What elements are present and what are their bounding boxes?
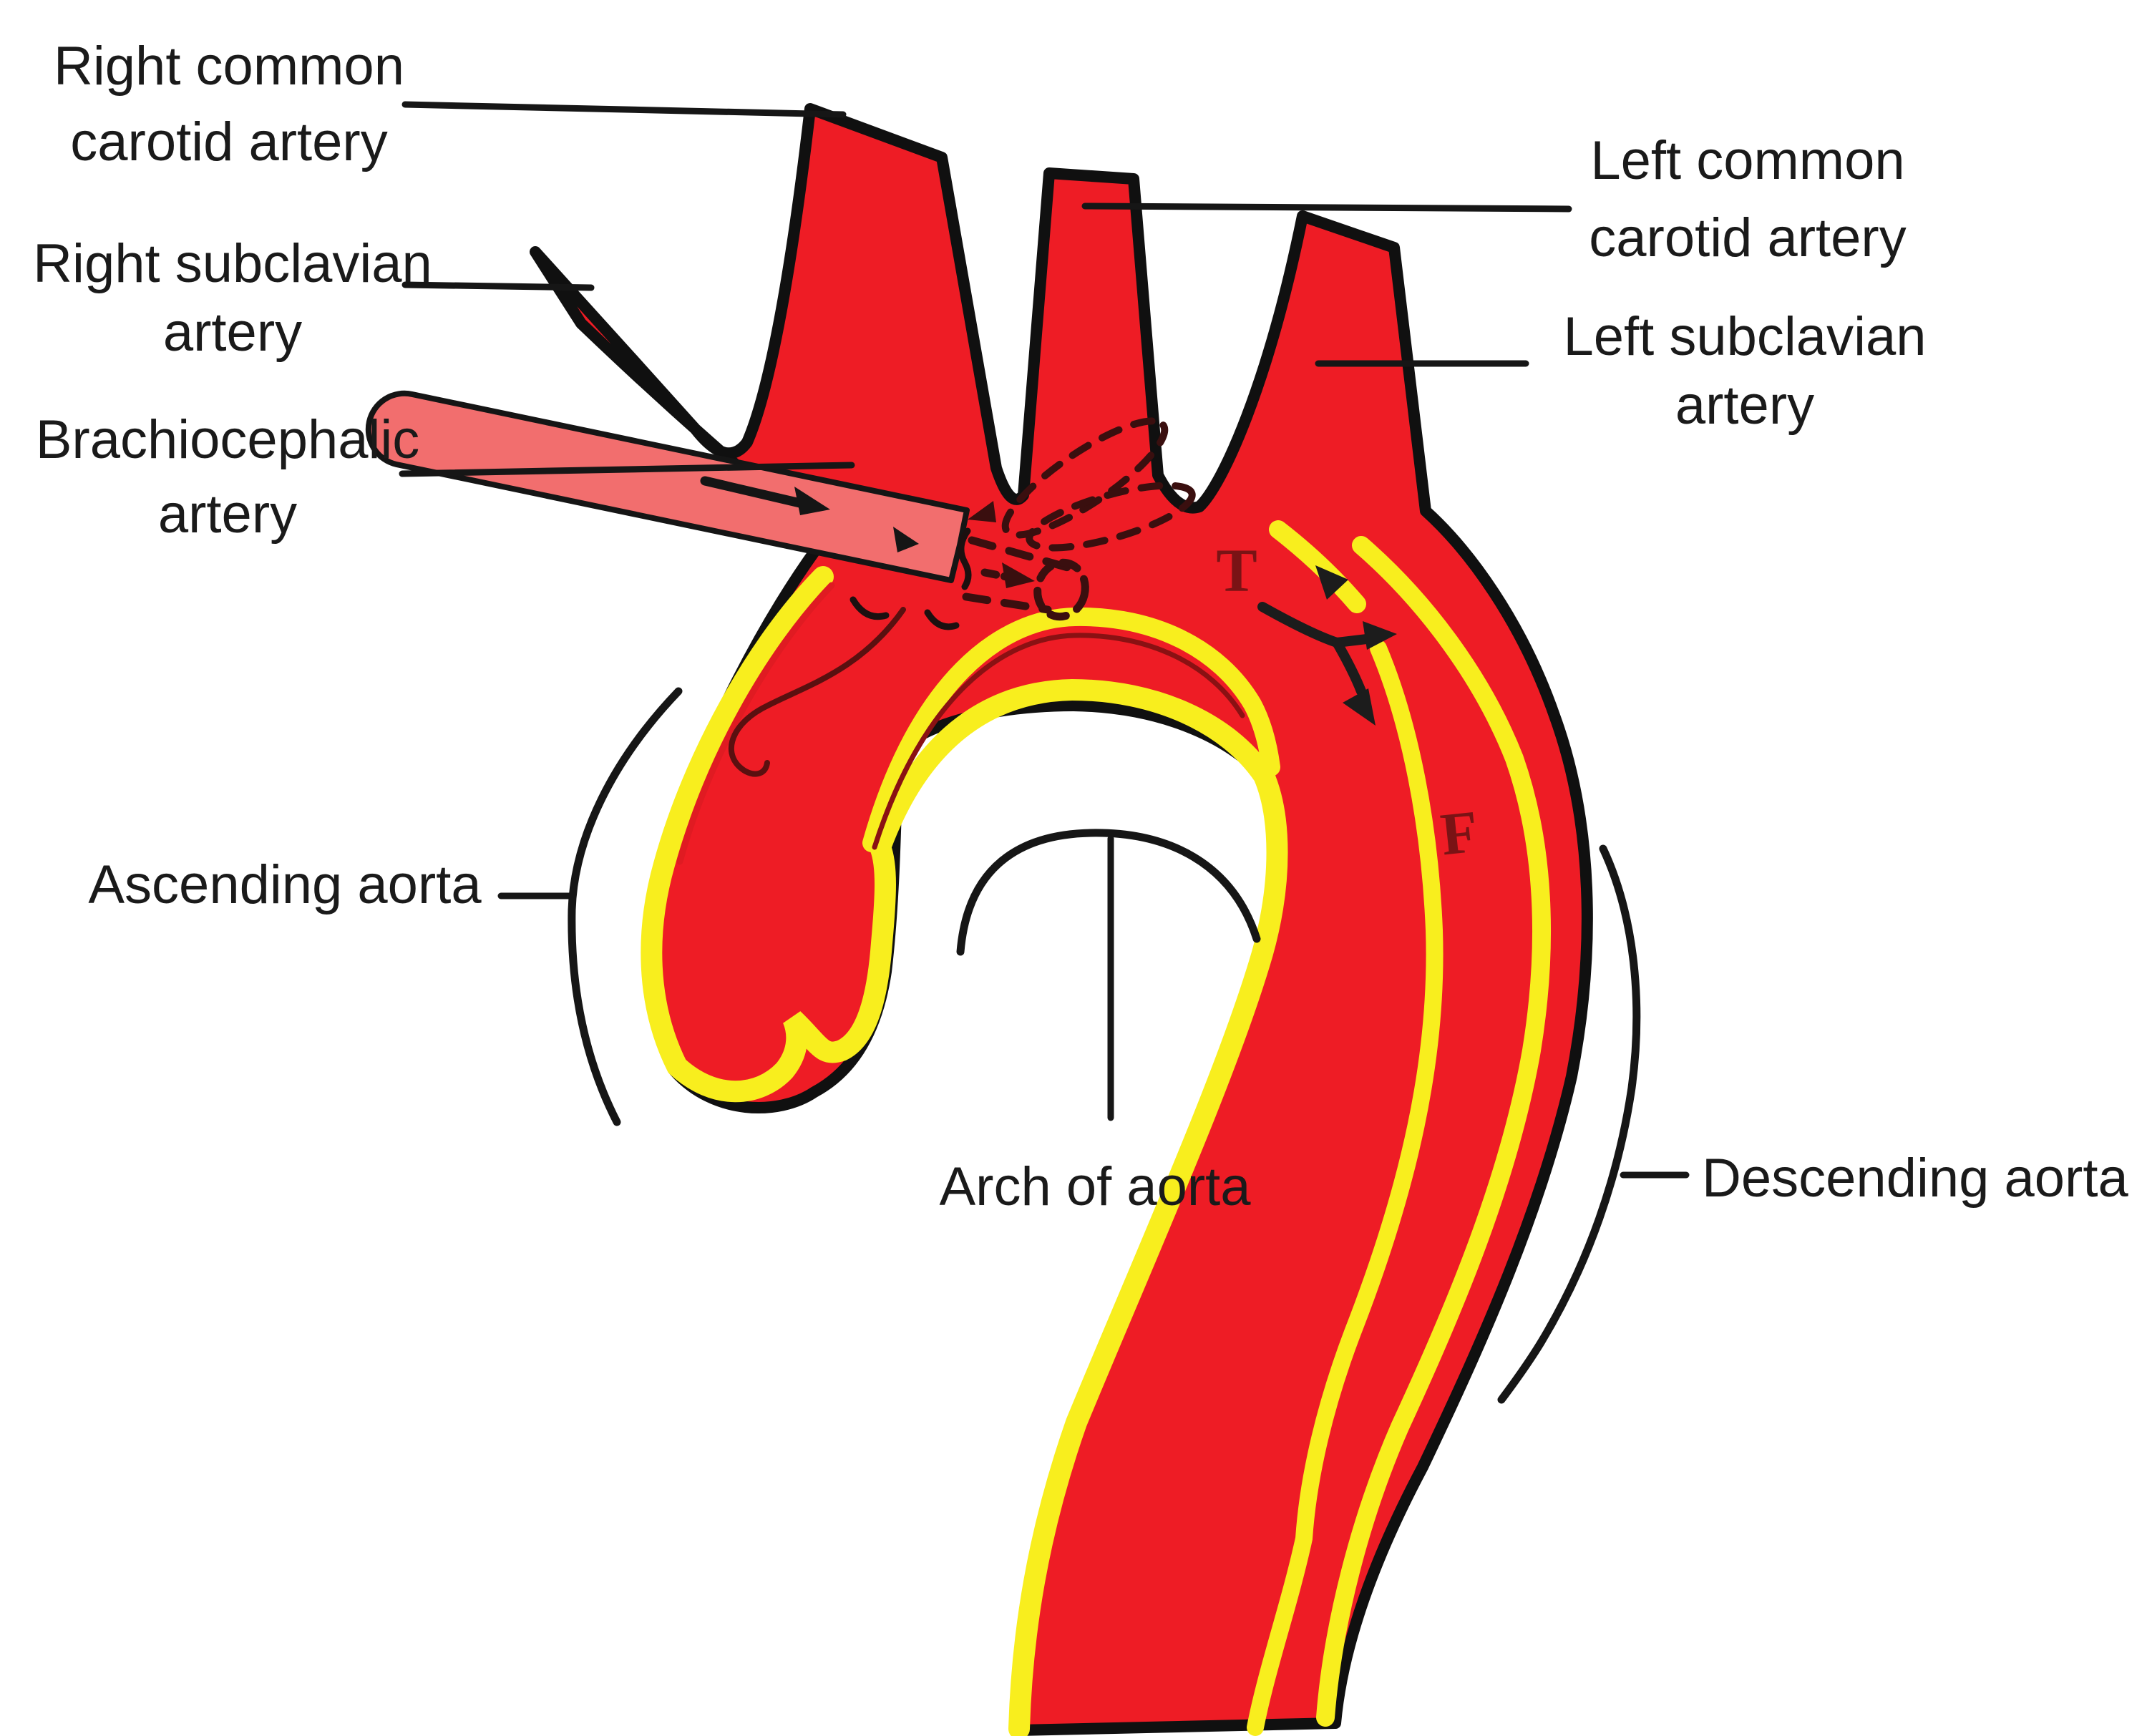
device-spray-loops [1001,417,1196,552]
label-right-subclavian-line1: Right subclavian [33,233,432,294]
leader-left-common-carotid [1081,203,1572,213]
true-lumen-letter: T [1216,536,1257,605]
flow-arrowhead-right [1363,621,1397,650]
label-ascending-aorta: Ascending aorta [88,854,482,915]
leader-right-subclavian [401,281,595,291]
catheter-tip-chevron [893,527,919,552]
false-lumen-letter: F [1438,799,1481,869]
leader-brachiocephalic [399,462,855,477]
flow-arrow-fork-stem [1257,602,1342,648]
spray-origin-chevron [968,501,996,522]
label-right-subclavian-line2: artery [163,302,302,363]
flow-arrowhead-down [1343,688,1376,726]
label-brachiocephalic-line2: artery [158,484,297,545]
label-descending-aorta: Descending aorta [1702,1148,2128,1209]
intima-lining-main [641,566,1288,1736]
intima-flap-entry [1269,520,1366,613]
intima-lining-arch-inner [862,607,1280,852]
bracket-ascending-aorta [568,687,683,1126]
label-brachiocephalic-line1: Brachiocephalic [36,409,420,470]
catheter-tube [365,390,970,583]
label-left-subclavian-line1: Left subclavian [1564,306,1927,367]
label-arch-of-aorta: Arch of aorta [939,1156,1251,1217]
label-left-common-carotid-line2: carotid artery [1589,208,1907,268]
catheter-arrowhead [794,487,830,515]
bracket-descending-aorta [1497,844,1641,1404]
label-left-common-carotid-line1: Left common [1590,130,1904,191]
bracket-arch-of-aorta [956,829,1261,956]
intima-arch-inner-edge [872,633,1245,850]
label-right-common-carotid-line2: carotid artery [70,112,388,172]
tear-squiggle-left [849,596,890,620]
intima-split-line [676,582,835,865]
flap-tip-arrowhead [1315,565,1348,600]
intima-lining-outer-wall [1316,536,1552,1727]
label-right-common-carotid-line1: Right common [54,36,404,97]
tear-squiggle-right [924,609,960,630]
catheter-arrow [700,476,808,509]
device-dashed-arrowhead [1002,562,1035,588]
label-left-subclavian-line2: artery [1675,375,1814,436]
flow-arrow-fork-branch-down [1332,638,1366,696]
tear-bracket [958,527,972,590]
leader-right-common-carotid [401,101,847,118]
dissection-flap [1247,640,1443,1736]
guidewire-curl [728,607,906,777]
